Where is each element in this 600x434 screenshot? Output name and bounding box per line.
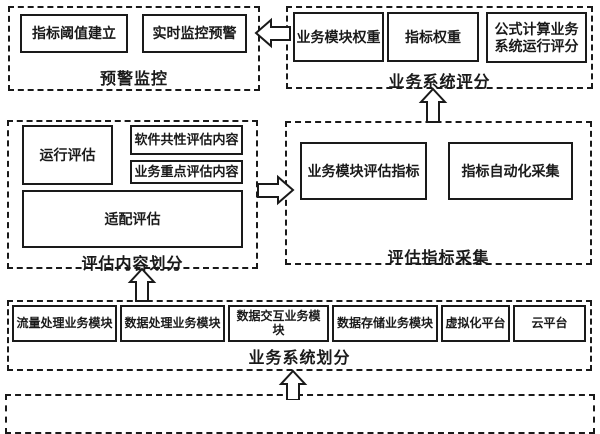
- node-operation-evaluation[interactable]: 运行评估: [22, 125, 113, 185]
- node-cloud-platform[interactable]: 云平台: [513, 305, 586, 342]
- node-realtime-monitor-warning[interactable]: 实时监控预警: [142, 14, 247, 53]
- group-warning-monitoring: 指标阈值建立 实时监控预警 预警监控: [8, 6, 260, 91]
- node-virtualization-platform[interactable]: 虚拟化平台: [441, 305, 510, 342]
- group-business-system-scoring: 业务模块权重 指标权重 公式计算业务系统运行评分 业务系统评分: [286, 6, 593, 91]
- node-data-storage-module[interactable]: 数据存储业务模块: [332, 305, 438, 342]
- node-formula-score[interactable]: 公式计算业务系统运行评分: [486, 12, 587, 63]
- node-business-key-content[interactable]: 业务重点评估内容: [130, 160, 243, 184]
- flowchart-canvas: { "diagram": { "groups": [ { "label": "预…: [5, 6, 595, 434]
- node-indicator-auto-collection[interactable]: 指标自动化采集: [448, 142, 573, 200]
- node-software-common-content[interactable]: 软件共性评估内容: [130, 125, 243, 155]
- group-label-warning-monitoring: 预警监控: [99, 71, 168, 88]
- group-evaluation-indicator-collection: 业务模块评估指标 指标自动化采集 评估指标采集: [285, 121, 592, 267]
- group-evaluation-content-division: 运行评估 软件共性评估内容 业务重点评估内容 适配评估 评估内容划分: [7, 120, 258, 273]
- group-label-evaluation-indicator-collection: 评估指标采集: [387, 250, 490, 267]
- node-adaptation-evaluation[interactable]: 适配评估: [22, 190, 243, 248]
- group-label-business-system-scoring: 业务系统评分: [388, 74, 491, 91]
- node-data-interaction-module[interactable]: 数据交互业务模块: [228, 305, 329, 342]
- node-module-weight[interactable]: 业务模块权重: [293, 12, 384, 62]
- group-bottom-partial: [5, 394, 595, 434]
- node-module-evaluation-indicator[interactable]: 业务模块评估指标: [300, 142, 427, 200]
- arrow-collection-to-scoring-icon: [418, 87, 448, 123]
- group-business-system-division: 流量处理业务模块 数据处理业务模块 数据交互业务模块 数据存储业务模块 虚拟化平…: [7, 300, 592, 371]
- node-traffic-processing-module[interactable]: 流量处理业务模块: [12, 305, 117, 342]
- group-label-evaluation-content-division: 评估内容划分: [81, 256, 184, 273]
- arrow-scoring-to-warning-icon: [254, 17, 291, 49]
- node-threshold-setup[interactable]: 指标阈值建立: [20, 14, 128, 53]
- node-data-processing-module[interactable]: 数据处理业务模块: [120, 305, 225, 342]
- node-indicator-weight[interactable]: 指标权重: [387, 12, 479, 62]
- group-label-business-system-division: 业务系统划分: [248, 350, 351, 367]
